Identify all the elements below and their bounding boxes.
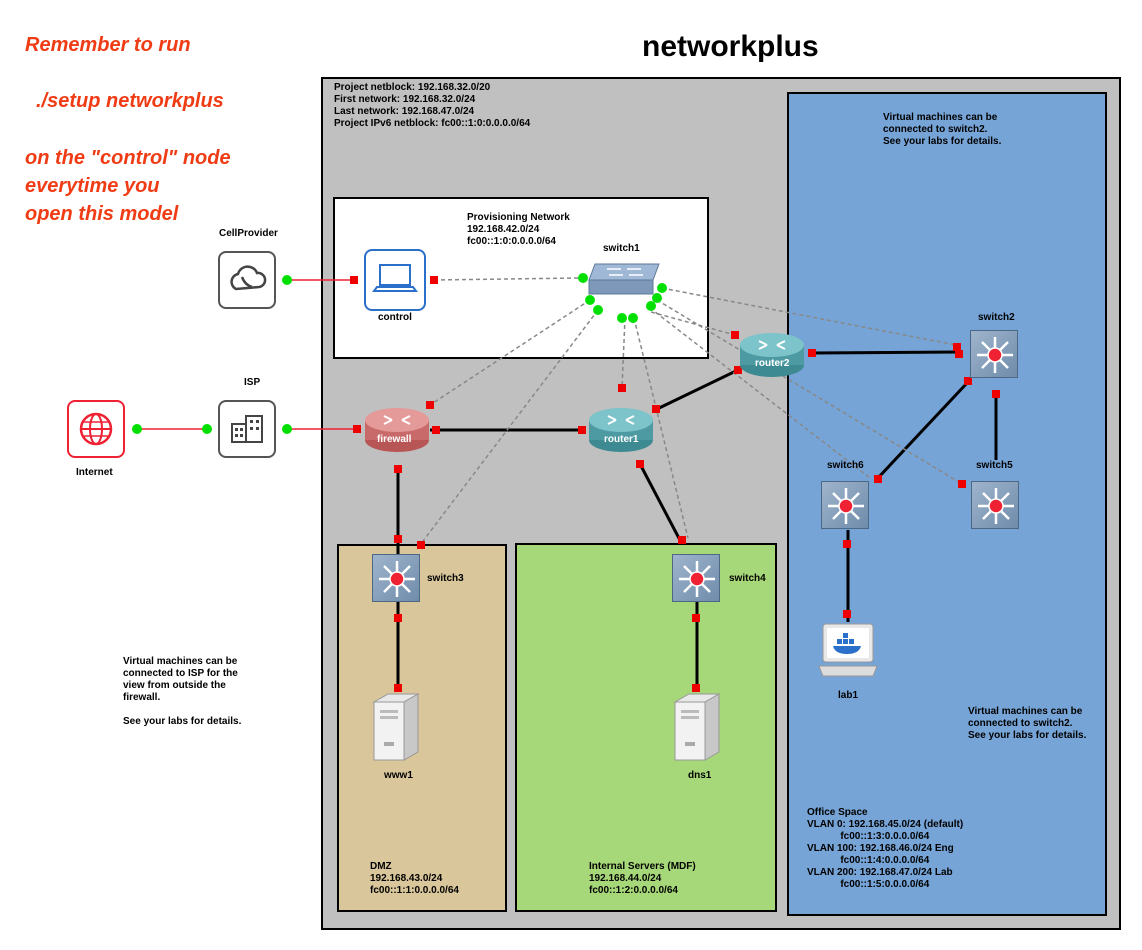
internet-node[interactable]	[67, 400, 125, 458]
reminder-line2: ./setup networkplus	[36, 90, 224, 112]
internet-label: Internet	[76, 467, 113, 478]
router1-label: router1	[604, 434, 639, 445]
switch4-label: switch4	[729, 573, 766, 584]
www1-node[interactable]	[372, 692, 420, 762]
switch2-node[interactable]	[970, 330, 1018, 378]
switch3-node[interactable]	[372, 554, 420, 602]
switch3-label: switch3	[427, 573, 464, 584]
switch5-node[interactable]	[971, 481, 1019, 529]
laptop-icon	[372, 264, 418, 292]
dns1-node[interactable]	[673, 692, 721, 762]
cellprovider-node[interactable]	[218, 251, 276, 309]
isp-note: Virtual machines can be connected to ISP…	[123, 656, 242, 727]
control-label: control	[378, 312, 412, 323]
control-node[interactable]	[364, 249, 426, 311]
reminder-line5: open this model	[25, 203, 179, 225]
dmz-info: DMZ 192.168.43.0/24 fc00::1:1:0.0.0.0/64	[370, 861, 459, 896]
lab1-node[interactable]	[817, 622, 879, 680]
internal-info: Internal Servers (MDF) 192.168.44.0/24 f…	[589, 861, 696, 896]
firewall-node[interactable]	[364, 406, 430, 454]
office-top-note: Virtual machines can be connected to swi…	[883, 112, 1002, 147]
switch5-label: switch5	[976, 460, 1013, 471]
multilayer-switch-icon	[828, 488, 864, 524]
internal-servers-area	[515, 543, 777, 912]
isp-label: ISP	[244, 377, 261, 388]
switch1-label: switch1	[603, 243, 640, 254]
server-icon	[372, 693, 420, 761]
firewall-router-icon	[365, 408, 429, 452]
multilayer-switch-icon	[379, 561, 415, 597]
firewall-label: firewall	[377, 434, 412, 445]
switch-icon	[588, 263, 660, 295]
switch2-label: switch2	[978, 312, 1015, 323]
switch6-label: switch6	[827, 460, 864, 471]
cloud-phone-icon	[230, 265, 267, 291]
isp-node[interactable]	[218, 400, 276, 458]
docker-laptop-icon	[818, 623, 878, 677]
switch6-node[interactable]	[821, 481, 869, 529]
www1-label: www1	[384, 770, 413, 781]
router2-node[interactable]	[739, 331, 805, 379]
building-icon	[231, 415, 263, 443]
switch1-node[interactable]	[587, 262, 661, 296]
router2-label: router2	[755, 358, 790, 369]
office-mid-note: Virtual machines can be connected to swi…	[968, 706, 1087, 741]
globe-icon	[79, 412, 113, 446]
multilayer-switch-icon	[977, 337, 1013, 373]
switch4-node[interactable]	[672, 554, 720, 602]
provisioning-info: Provisioning Network 192.168.42.0/24 fc0…	[467, 212, 570, 247]
cellprovider-label: CellProvider	[219, 228, 278, 239]
page-title: networkplus	[642, 30, 819, 63]
dns1-label: dns1	[688, 770, 712, 781]
project-info: Project netblock: 192.168.32.0/20 First …	[334, 82, 531, 129]
server-icon	[673, 693, 721, 761]
reminder-line1: Remember to run	[25, 34, 191, 56]
office-space-info: Office Space VLAN 0: 192.168.45.0/24 (de…	[807, 807, 964, 890]
reminder-line3: on the "control" node	[25, 147, 231, 169]
multilayer-switch-icon	[978, 488, 1014, 524]
multilayer-switch-icon	[679, 561, 715, 597]
reminder-line4: everytime you	[25, 175, 160, 197]
router-icon	[589, 408, 653, 452]
lab1-label: lab1	[838, 690, 859, 701]
router-icon	[740, 333, 804, 377]
router1-node[interactable]	[588, 406, 654, 454]
